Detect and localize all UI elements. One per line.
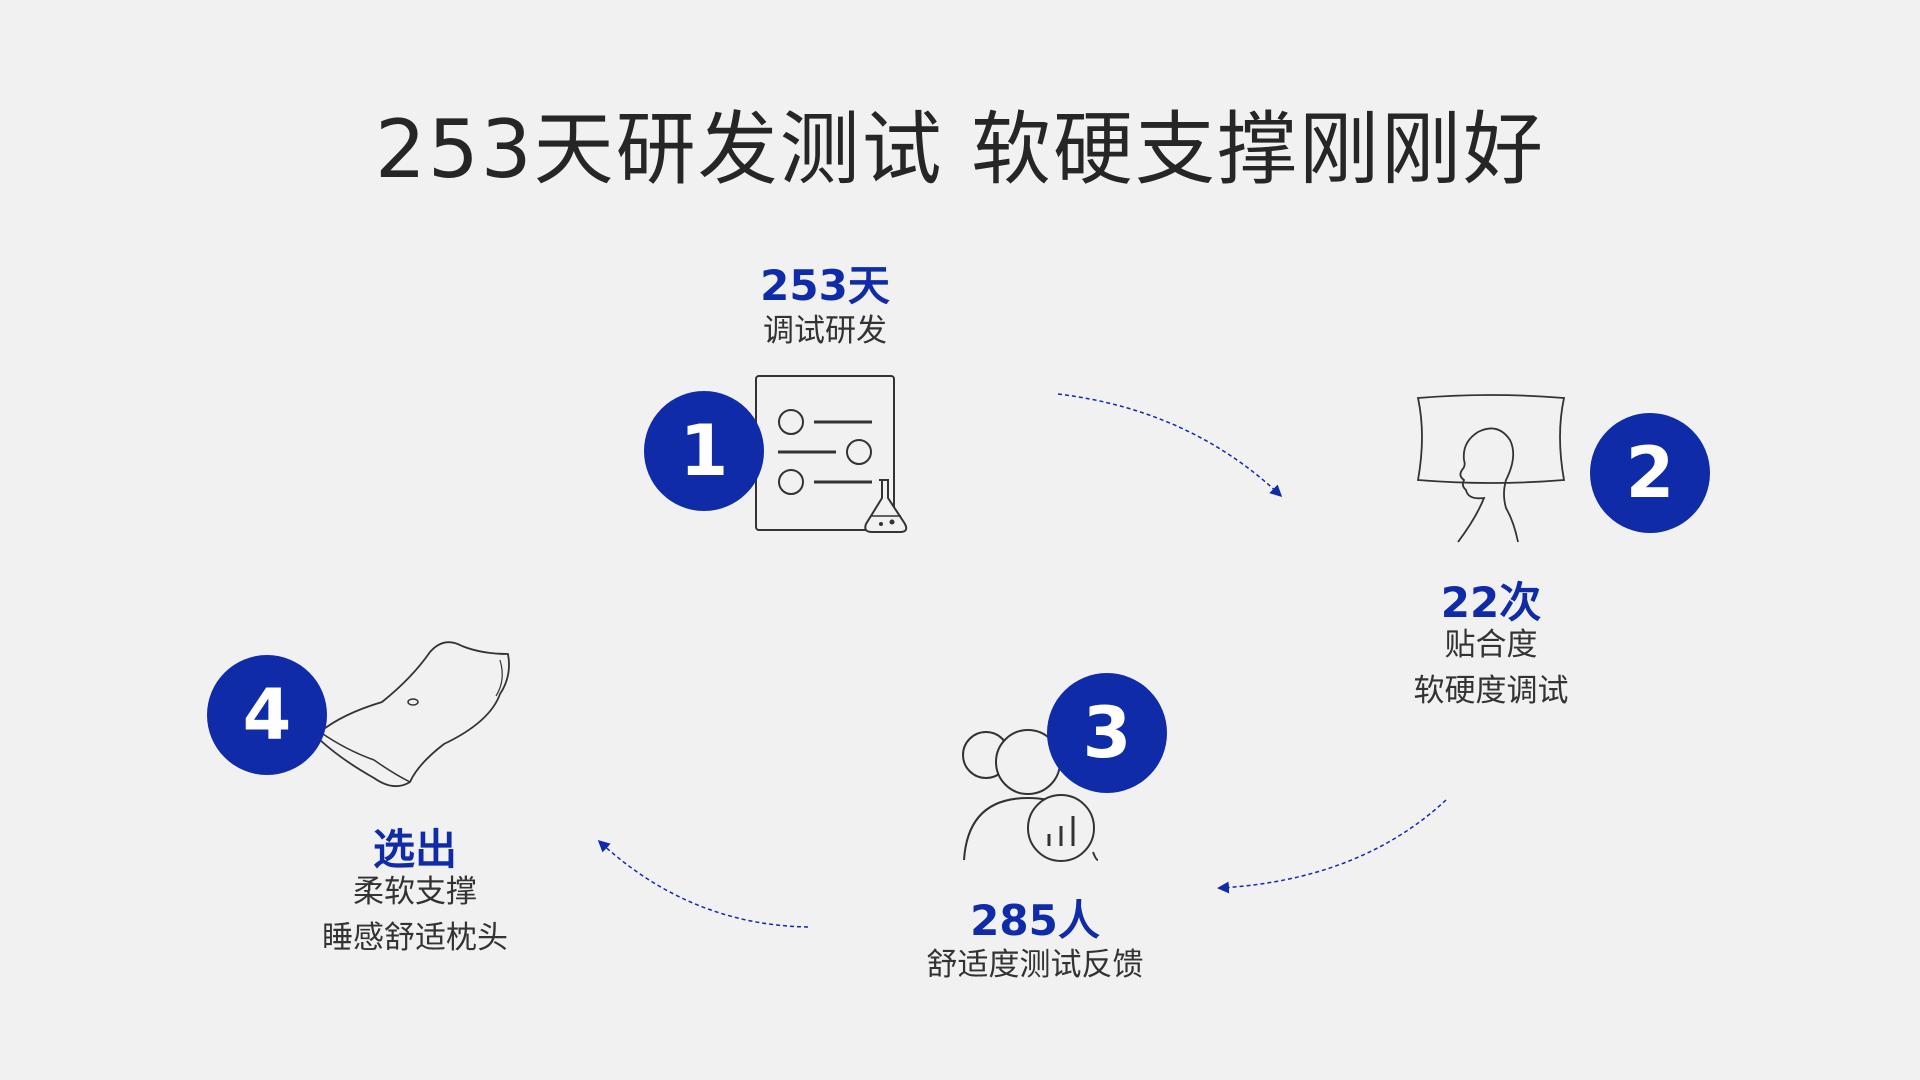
- page-title: 253天研发测试 软硬支撑刚刚好: [374, 103, 1546, 196]
- arrow-2-to-3: [1217, 799, 1447, 894]
- step-3-number-badge: 3: [1047, 673, 1167, 793]
- step-4-highlight: 选出: [372, 825, 457, 874]
- head-on-pillow-icon: [1416, 394, 1566, 543]
- step-2-number-badge: 2: [1590, 413, 1710, 533]
- step-4-number-badge: 4: [207, 655, 327, 775]
- step-4-desc-line-1: 柔软支撑: [353, 874, 477, 910]
- step-4-desc-line-2: 睡感舒适枕头: [322, 920, 508, 956]
- arrow-1-to-2: [1057, 393, 1283, 498]
- step-3-highlight: 285人: [970, 896, 1100, 945]
- step-1-desc-line-1: 调试研发: [763, 313, 887, 349]
- step-1-number-badge: 1: [644, 391, 764, 511]
- arrow-3-to-4: [597, 839, 809, 928]
- step-2-desc-line-2: 软硬度调试: [1413, 673, 1569, 709]
- checklist-flask-icon: [755, 375, 908, 533]
- step-2-highlight: 22次: [1440, 578, 1542, 627]
- pillow-icon: [319, 641, 510, 788]
- step-2-desc-line-1: 贴合度: [1444, 627, 1538, 663]
- step-1-highlight: 253天: [760, 261, 890, 310]
- step-3-desc-line-1: 舒适度测试反馈: [926, 947, 1144, 983]
- people-chart-icon: [962, 729, 1099, 862]
